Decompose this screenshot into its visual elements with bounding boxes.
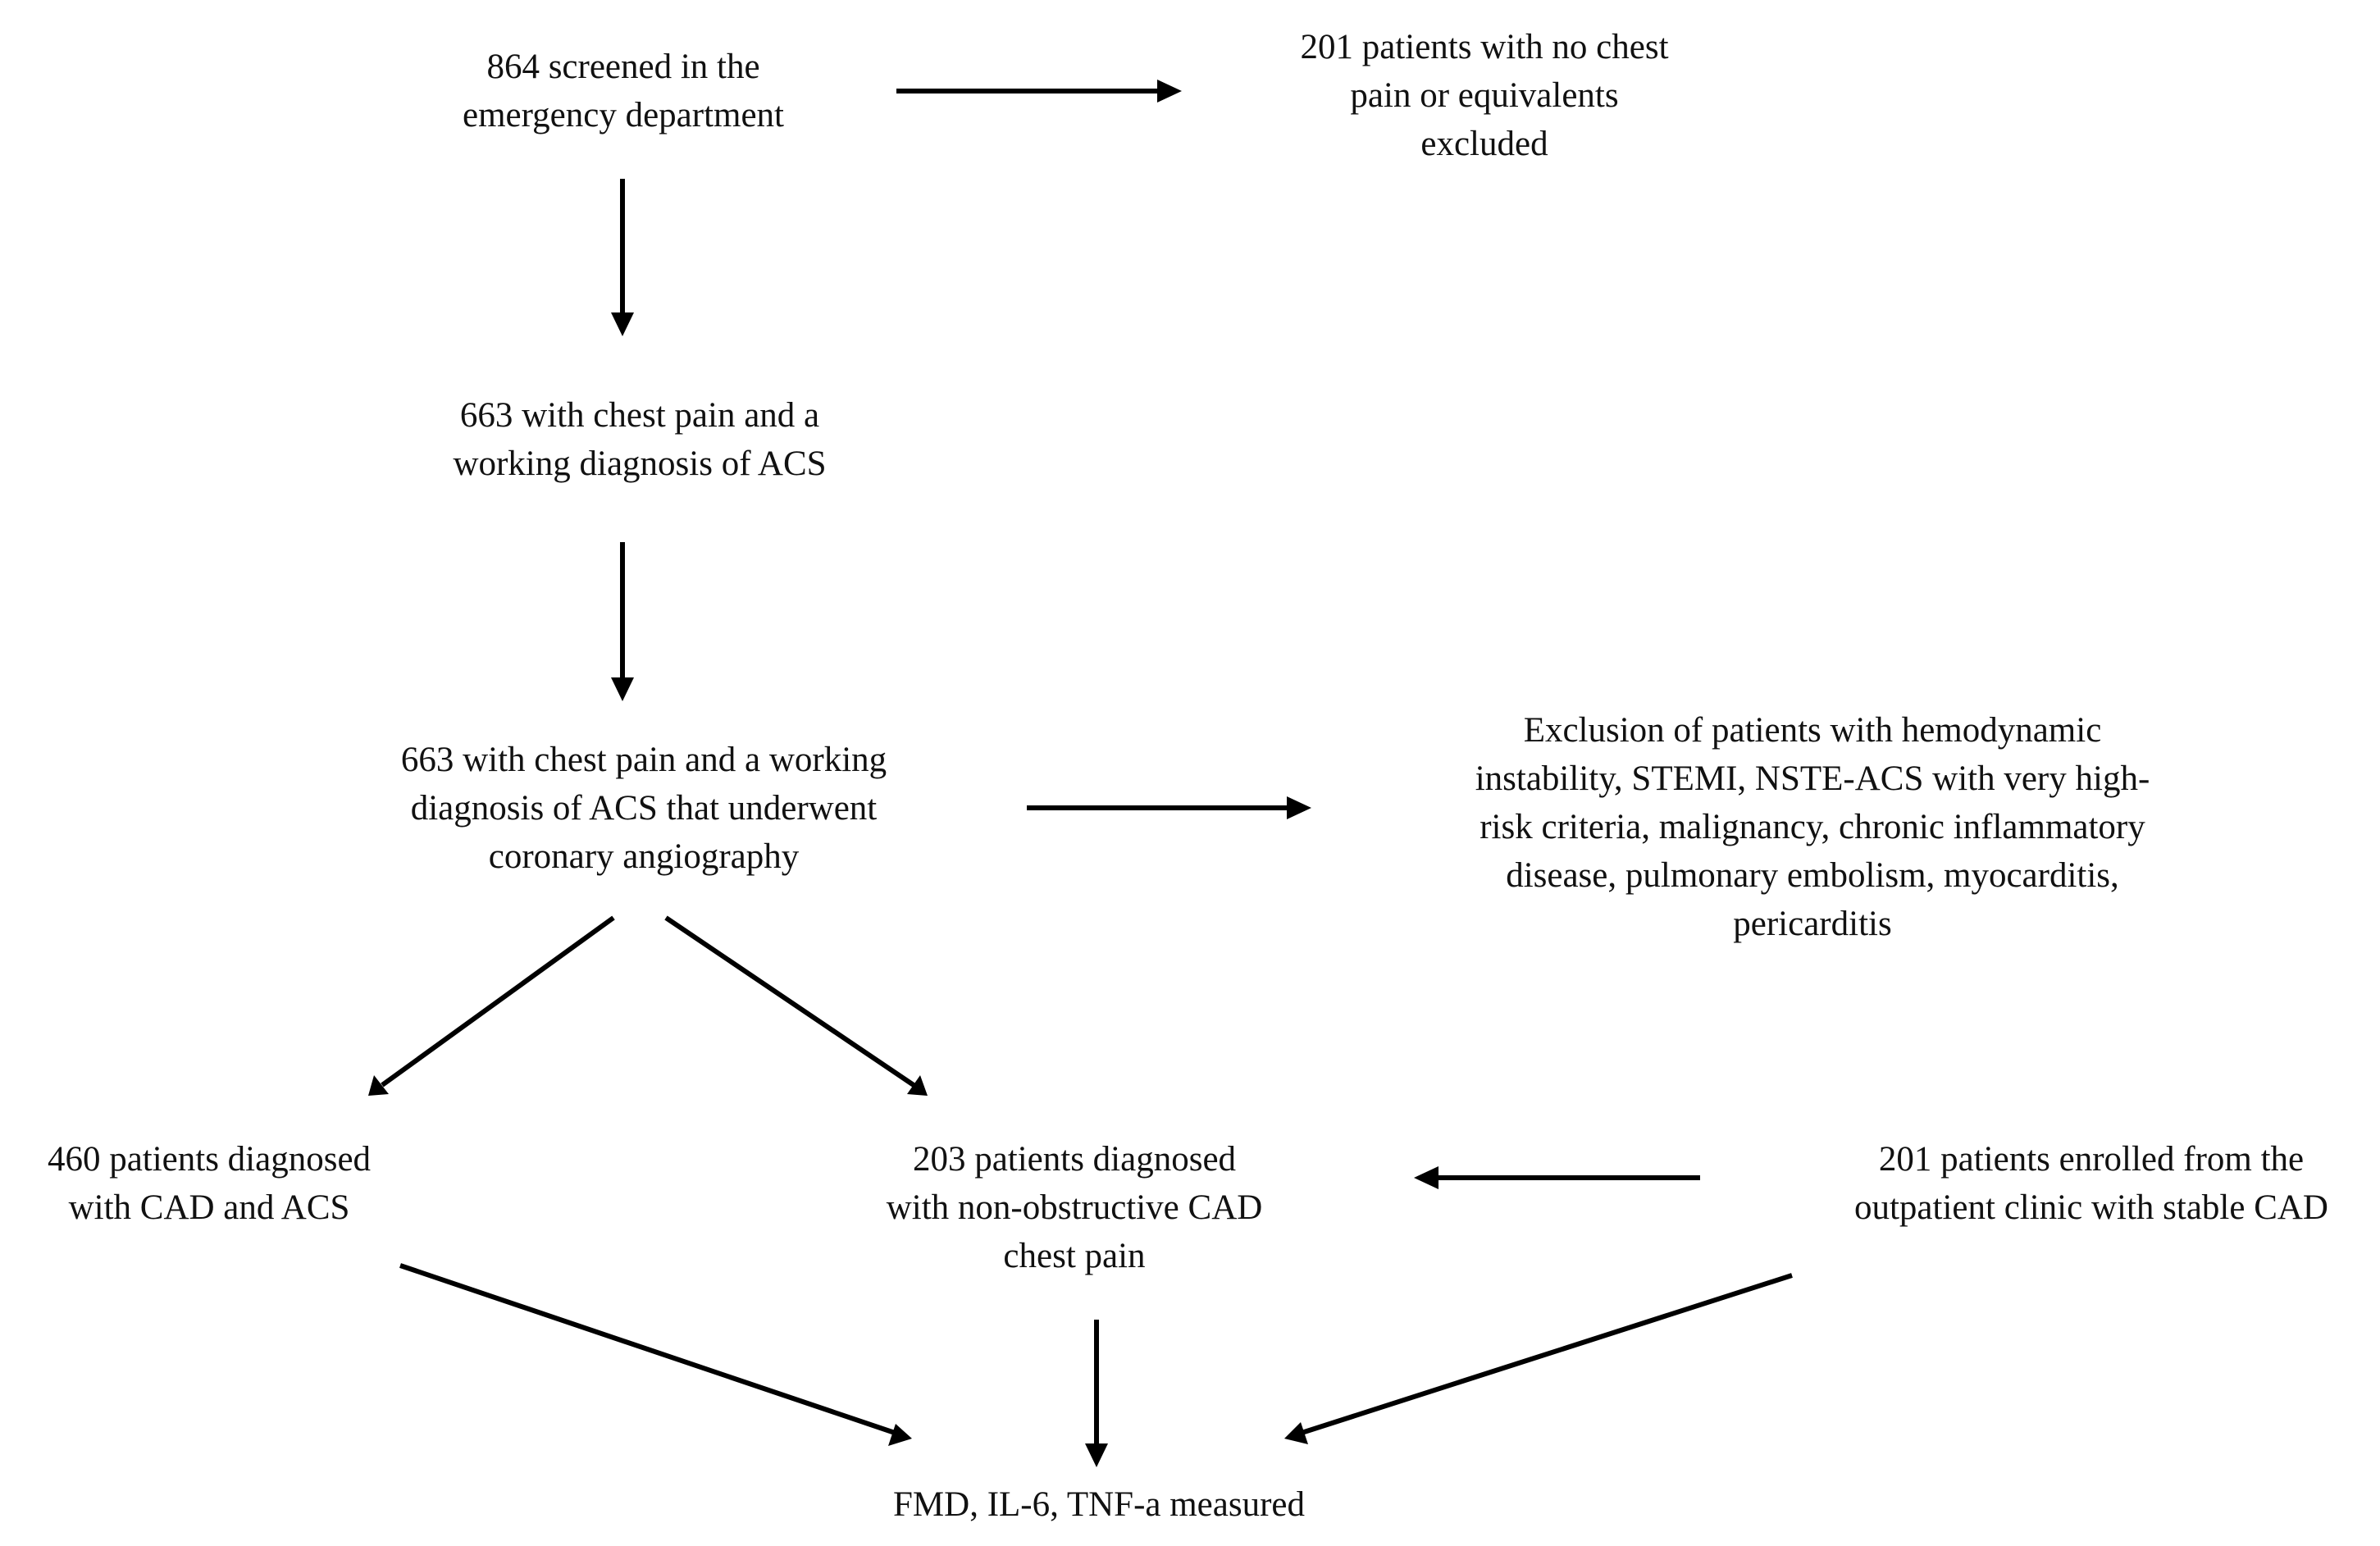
node-text-line: 663 with chest pain and a — [459, 396, 820, 435]
arrowhead — [1287, 796, 1311, 819]
arrowhead — [1157, 80, 1182, 103]
node-text-line: 203 patients diagnosed — [912, 1140, 1237, 1179]
non-obstructive-node: 203 patients diagnosed with non-obstruct… — [828, 1135, 1320, 1280]
arrow-cad-acs-to-measured — [399, 1263, 898, 1436]
node-text-line: FMD, IL-6, TNF-a measured — [893, 1485, 1305, 1524]
arrowhead — [907, 1075, 928, 1096]
node-text-line: 201 patients with no chest — [1300, 28, 1669, 66]
node-text-line: 201 patients enrolled from the — [1878, 1140, 2305, 1179]
excluded-no-chest-pain-node: 201 patients with no chest pain or equiv… — [1238, 23, 1730, 168]
node-text-line: pain or equivalents — [1350, 76, 1619, 115]
arrowhead — [1414, 1166, 1438, 1189]
node-text-line: emergency department — [463, 96, 784, 135]
measured-node: FMD, IL-6, TNF-a measured — [820, 1480, 1378, 1529]
arrowhead — [1284, 1422, 1308, 1444]
arrowhead — [368, 1075, 389, 1096]
node-text-line: working diagnosis of ACS — [453, 445, 827, 483]
node-text-line: Exclusion of patients with hemodynamic — [1523, 711, 2102, 750]
node-text-line: 663 with chest pain and a working — [400, 741, 887, 779]
node-text-line: 864 screened in the — [486, 48, 760, 86]
cad-acs-node: 460 patients diagnosed with CAD and ACS — [4, 1135, 414, 1232]
arrowhead — [611, 312, 634, 336]
underwent-angiography-node: 663 with chest pain and a working diagno… — [328, 736, 960, 881]
node-text-line: 460 patients diagnosed — [47, 1140, 372, 1179]
node-text-line: outpatient clinic with stable CAD — [1853, 1188, 2328, 1227]
node-text-line: with CAD and ACS — [68, 1188, 350, 1227]
node-text-line: with non-obstructive CAD — [886, 1188, 1263, 1227]
arrowhead — [1085, 1443, 1108, 1467]
arrowhead — [888, 1424, 912, 1446]
node-text-line: coronary angiography — [488, 837, 800, 876]
node-text-line: disease, pulmonary embolism, myocarditis… — [1506, 856, 2119, 895]
node-text-line: instability, STEMI, NSTE-ACS with very h… — [1475, 759, 2150, 798]
arrow-angiography-to-cad-acs — [381, 915, 615, 1088]
screened-node: 864 screened in the emergency department — [410, 43, 837, 139]
node-text-line: diagnosis of ACS that underwent — [410, 789, 878, 828]
outpatient-node: 201 patients enrolled from the outpatien… — [1812, 1135, 2370, 1232]
node-text-line: pericarditis — [1733, 905, 1892, 943]
working-diagnosis-node: 663 with chest pain and a working diagno… — [394, 391, 886, 488]
node-text-line: excluded — [1420, 125, 1548, 163]
exclusion-criteria-node: Exclusion of patients with hemodynamic i… — [1394, 706, 2231, 948]
arrowhead — [611, 677, 634, 701]
node-text-line: risk criteria, malignancy, chronic infla… — [1480, 808, 2145, 846]
arrow-outpatient-to-measured — [1298, 1273, 1793, 1436]
node-text-line: chest pain — [1003, 1237, 1146, 1275]
arrow-angiography-to-non-obstructive — [664, 915, 915, 1088]
